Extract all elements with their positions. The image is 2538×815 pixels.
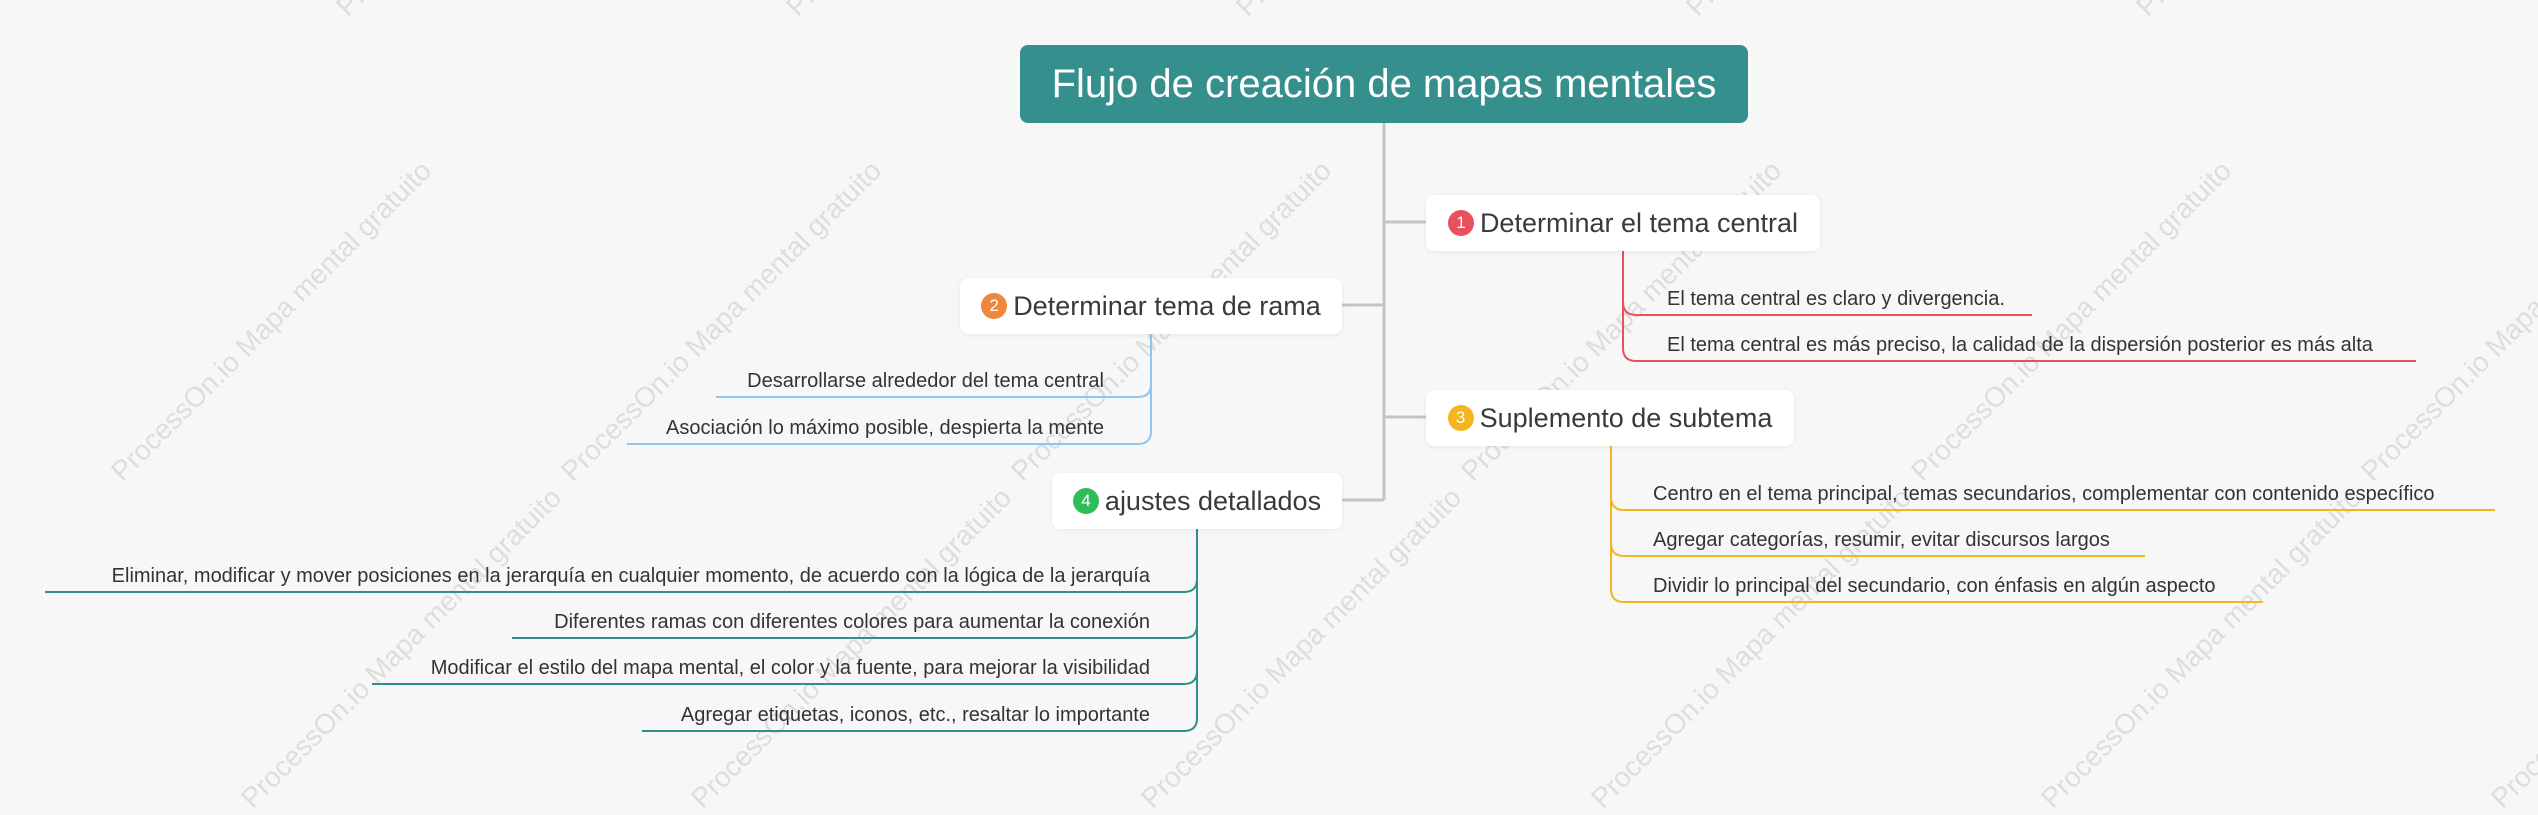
root-topic[interactable]: Flujo de creación de mapas mentales <box>1020 45 1748 123</box>
branch-4-leaf-1[interactable]: Eliminar, modificar y mover posiciones e… <box>111 565 1150 587</box>
connector-lines <box>45 123 2495 732</box>
branch-3-leaf-2[interactable]: Agregar categorías, resumir, evitar disc… <box>1653 529 2110 551</box>
branch-3-leaf-1[interactable]: Centro en el tema principal, temas secun… <box>1653 483 2435 505</box>
number-2-badge-icon: 2 <box>981 293 1008 319</box>
branch-2-leaf-2[interactable]: Asociación lo máximo posible, despierta … <box>666 417 1104 439</box>
branch-topic-3-label: Suplemento de subtema <box>1479 402 1773 433</box>
branch-topic-1[interactable]: 1 Determinar el tema central <box>1426 195 1820 251</box>
branch-topic-4-label: ajustes detallados <box>1104 485 1322 516</box>
branch-4-leaf-3[interactable]: Modificar el estilo del mapa mental, el … <box>430 657 1150 679</box>
number-4-badge-icon: 4 <box>1072 488 1099 514</box>
branch-topic-1-label: Determinar el tema central <box>1479 207 1799 238</box>
root-topic-title: Flujo de creación de mapas mentales <box>1051 61 1717 106</box>
branch-4-leaf-line-4 <box>642 528 1198 732</box>
branch-4-leaf-2[interactable]: Diferentes ramas con diferentes colores … <box>554 611 1150 633</box>
branch-1-leaf-2[interactable]: El tema central es más preciso, la calid… <box>1667 334 2373 356</box>
branch-topic-2[interactable]: 2 Determinar tema de rama <box>960 278 1342 334</box>
number-1-badge-icon: 1 <box>1447 210 1474 236</box>
branch-3-leaf-line-3 <box>1610 445 2263 603</box>
branch-1-leaf-line-2 <box>1622 250 2416 362</box>
branch-topic-2-label: Determinar tema de rama <box>1013 290 1321 321</box>
number-3-badge-icon: 3 <box>1447 405 1474 431</box>
branch-3-leaf-3[interactable]: Dividir lo principal del secundario, con… <box>1653 575 2216 597</box>
branch-topic-3[interactable]: 3 Suplemento de subtema <box>1426 390 1794 446</box>
branch-2-leaf-1[interactable]: Desarrollarse alrededor del tema central <box>747 370 1104 392</box>
branch-2-leaf-line-2 <box>627 333 1152 445</box>
branch-topic-4[interactable]: 4 ajustes detallados <box>1052 473 1342 529</box>
branch-1-leaf-1[interactable]: El tema central es claro y divergencia. <box>1667 288 2005 310</box>
branch-4-leaf-4[interactable]: Agregar etiquetas, iconos, etc., resalta… <box>680 704 1150 726</box>
